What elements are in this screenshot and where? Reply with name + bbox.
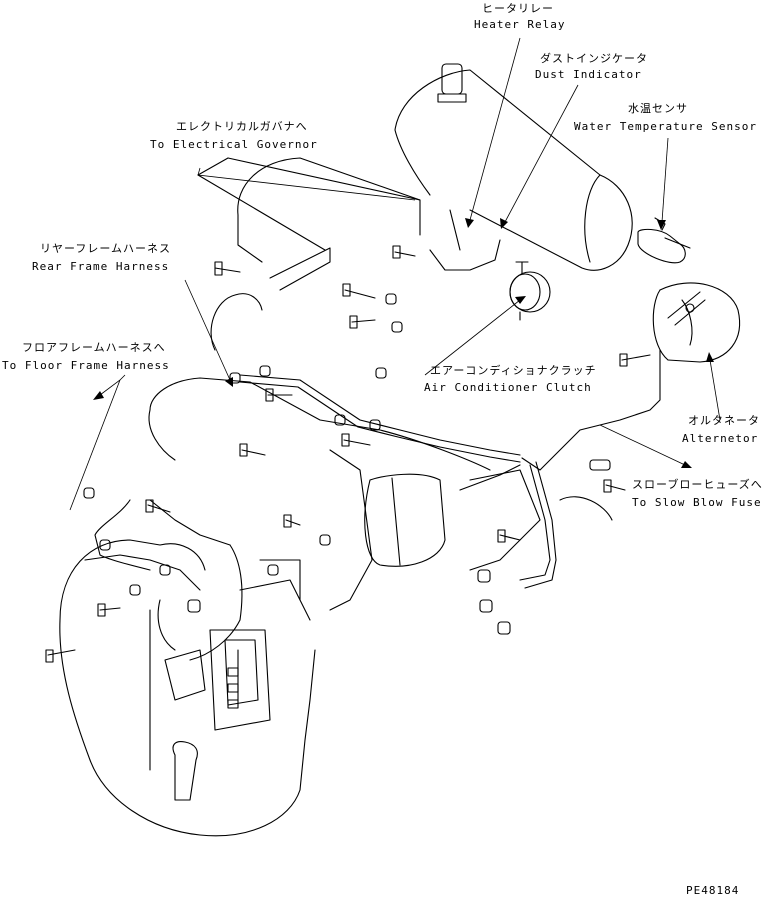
rear-frame-harness-jp: リヤーフレームハーネス bbox=[40, 242, 172, 255]
engine-block bbox=[148, 377, 613, 611]
water-temp-sensor-drawing bbox=[637, 217, 691, 264]
heater-relay-label: Heater Relay bbox=[474, 18, 566, 31]
transmission-housing bbox=[59, 539, 316, 837]
clamps bbox=[83, 293, 611, 635]
electrical-governor-jp: エレクトリカルガバナへ bbox=[176, 120, 308, 133]
alternator-label: Alternetor bbox=[682, 432, 759, 445]
electrical-governor-label: To Electrical Governor bbox=[150, 138, 318, 151]
leader-lines bbox=[69, 37, 721, 511]
ac-clutch-jp: エアーコンディショナクラッチ bbox=[430, 364, 597, 377]
air-cleaner bbox=[394, 63, 633, 271]
water-temp-sensor-jp: 水温センサ bbox=[628, 102, 688, 115]
drawing-number: PE48184 bbox=[686, 884, 740, 897]
engine-top bbox=[197, 157, 421, 291]
dust-indicator-label: Dust Indicator bbox=[535, 68, 642, 81]
alternator-jp: オルタネータ bbox=[688, 414, 760, 427]
heater-relay-jp: ヒータリレー bbox=[482, 2, 554, 15]
slow-blow-fuse-label: To Slow Blow Fuse bbox=[632, 496, 762, 509]
alternator-drawing bbox=[652, 282, 740, 363]
dust-indicator-jp: ダストインジケータ bbox=[540, 52, 648, 65]
bolts bbox=[45, 245, 651, 663]
slow-blow-fuse-jp: スローブローヒューズへ bbox=[632, 478, 763, 491]
floor-frame-harness-label: To Floor Frame Harness bbox=[2, 359, 170, 372]
rear-frame-harness-label: Rear Frame Harness bbox=[32, 260, 170, 273]
wiring-harness bbox=[84, 209, 661, 661]
water-temp-sensor-label: Water Temperature Sensor bbox=[574, 120, 757, 133]
floor-frame-harness-jp: フロアフレームハーネスへ bbox=[22, 341, 166, 354]
ac-clutch-label: Air Conditioner Clutch bbox=[424, 381, 592, 394]
ac-clutch-drawing bbox=[509, 261, 551, 321]
